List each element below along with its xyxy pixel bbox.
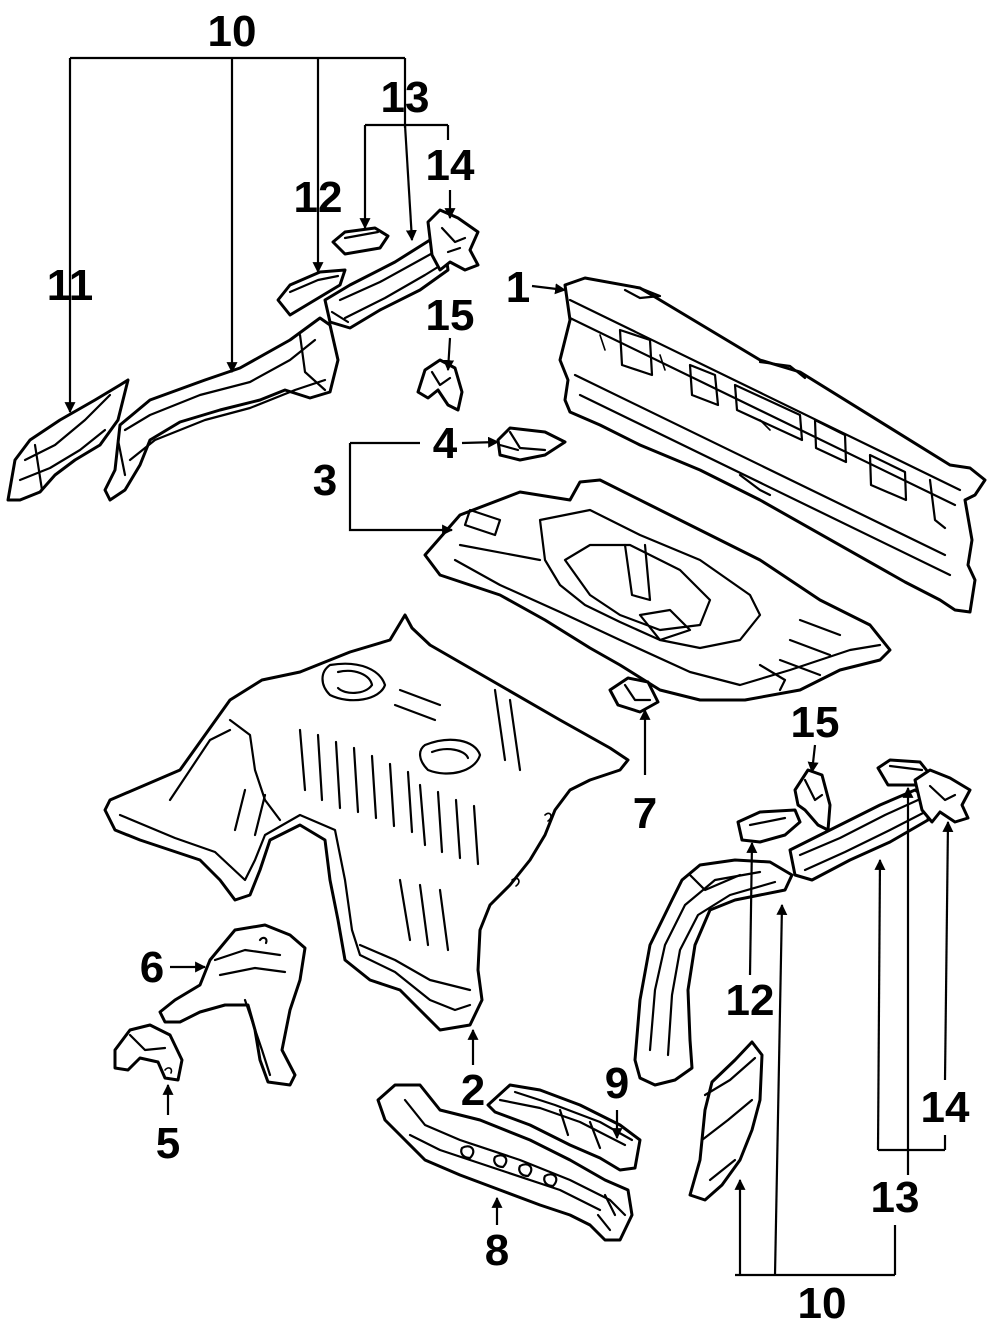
callout-5: 5	[156, 1119, 180, 1168]
callout-15-top: 15	[426, 291, 475, 340]
callout-6: 6	[140, 943, 164, 992]
main-floor-pan-part	[103, 613, 630, 1032]
callout-13-bottom: 13	[871, 1173, 920, 1222]
side-rail-10-top-part	[103, 316, 340, 502]
rear-floor-pan-part	[423, 478, 892, 702]
bracket-15-top-part	[416, 358, 464, 412]
plate-12-top-part	[276, 268, 347, 317]
callout-15-bottom: 15	[791, 698, 840, 747]
callout-12-top: 12	[294, 173, 343, 222]
callout-10-top: 10	[208, 7, 257, 56]
callout-7: 7	[633, 789, 657, 838]
callout-2: 2	[461, 1066, 485, 1115]
bracket-14-bottom-part	[913, 768, 972, 824]
rail-extension-11-part	[6, 378, 130, 502]
callout-9: 9	[605, 1059, 629, 1108]
callout-14-top: 14	[426, 141, 475, 190]
bracket-6-part	[158, 923, 307, 1087]
crossmember-8-part	[376, 1083, 634, 1242]
mount-5-part	[113, 1023, 184, 1082]
plate-12-bottom-part	[736, 808, 802, 844]
crossmember-13-top-part	[323, 238, 450, 330]
gusset-7-part	[608, 676, 660, 714]
bracket-4-part	[496, 426, 567, 462]
rear-panel-part	[558, 276, 987, 614]
leader-lines	[64, 56, 954, 1277]
callout-11: 11	[47, 261, 94, 310]
block-13-top-part	[331, 226, 390, 256]
callout-4: 4	[433, 419, 458, 468]
callout-10-bottom: 10	[798, 1279, 847, 1325]
callout-labels: 10 13 14 12 11 1 15 4 3 15 7 6 12 2 9 14…	[47, 7, 970, 1325]
callout-13-top: 13	[381, 73, 430, 122]
callout-8: 8	[485, 1226, 509, 1275]
bracket-14-top-part	[426, 208, 480, 272]
callout-12-bottom: 12	[726, 976, 775, 1025]
side-rail-10-bottom-part	[633, 858, 794, 1087]
callout-1: 1	[506, 263, 530, 312]
callout-14-bottom: 14	[921, 1083, 970, 1132]
rail-extension-bottom-part	[688, 1040, 764, 1202]
callout-3: 3	[313, 456, 337, 505]
